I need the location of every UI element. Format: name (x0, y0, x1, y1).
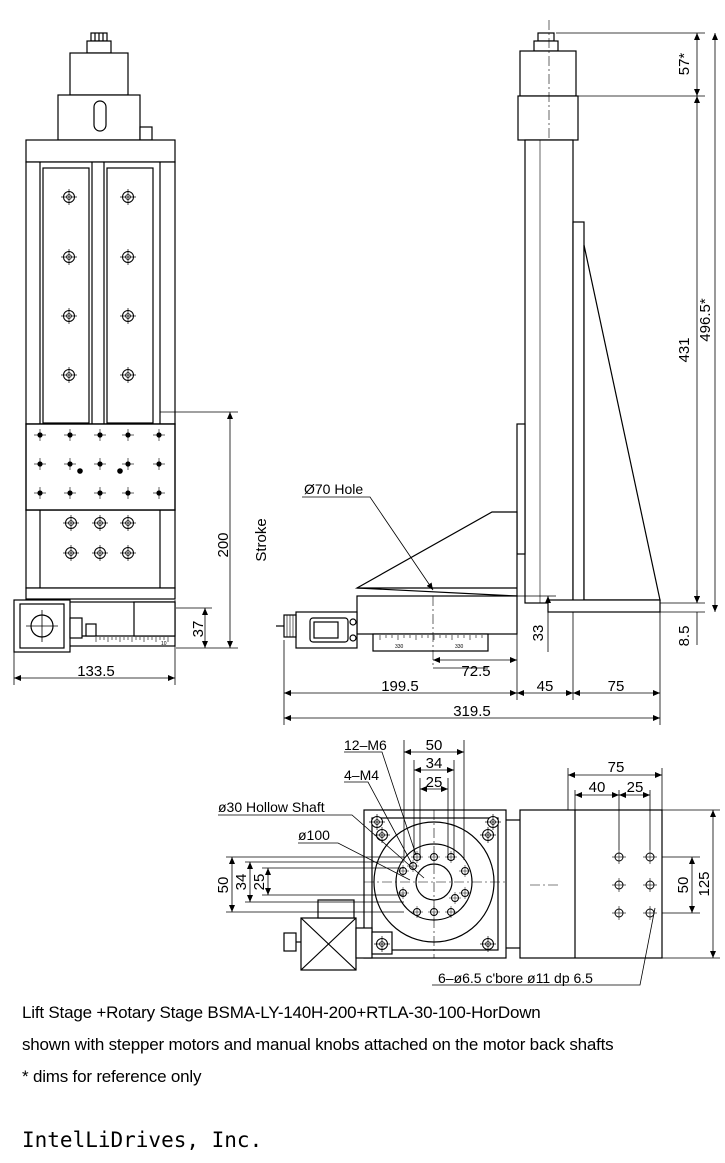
hollow-shaft-label: ø30 Hollow Shaft (218, 799, 325, 815)
front-dimensions (13, 411, 238, 685)
right-dim-25: 25 (627, 779, 644, 796)
top-dimensions (218, 740, 720, 986)
scale-label-side-a: 330 (395, 644, 404, 650)
hole-70-label: Ø70 Hole (304, 481, 363, 497)
dim-57: 57* (676, 53, 693, 76)
top-dim-50: 50 (426, 737, 443, 754)
scale-label-front: 10 (161, 641, 167, 647)
dim-37: 37 (190, 621, 207, 638)
top-dim-25: 25 (426, 774, 443, 791)
top-dim-34: 34 (426, 755, 443, 772)
top-centerlines (364, 810, 560, 958)
scale-label-side-b: 330 (455, 644, 464, 650)
front-scale (95, 637, 169, 642)
right-dim-40: 40 (589, 779, 606, 796)
dim-75-top: 75 (608, 678, 625, 695)
front-view (13, 32, 176, 653)
right-dim-75: 75 (608, 759, 625, 776)
side-dimensions (283, 32, 718, 725)
left-dim-25: 25 (251, 874, 268, 891)
dim-496-5: 496.5* (697, 298, 714, 342)
dim-199-5: 199.5 (381, 678, 419, 695)
company-name: IntelLiDrives, Inc. (22, 1128, 263, 1152)
right-dim-50: 50 (675, 877, 692, 894)
caption-note: * dims for reference only (22, 1067, 202, 1086)
cbore-label: 6–ø6.5 c'bore ø11 dp 6.5 (438, 970, 593, 986)
left-dim-34: 34 (233, 874, 250, 891)
left-dim-50: 50 (215, 877, 232, 894)
dim-133-5: 133.5 (77, 663, 115, 680)
side-view (276, 32, 661, 652)
dim-72-5: 72.5 (461, 663, 490, 680)
caption-subtitle: shown with stepper motors and manual kno… (22, 1035, 614, 1054)
technical-drawing: 10 200 Stroke 37 133.5 (13, 20, 720, 986)
carriage-taps (33, 428, 166, 500)
side-scale (379, 635, 483, 640)
right-dim-125: 125 (696, 871, 713, 896)
caption-title: Lift Stage +Rotary Stage BSMA-LY-140H-20… (22, 1003, 541, 1022)
stroke-label: Stroke (253, 518, 270, 561)
label-12-m6: 12–M6 (344, 737, 387, 753)
dim-8-5: 8.5 (676, 626, 693, 647)
dim-319-5: 319.5 (453, 703, 491, 720)
dim-45: 45 (537, 678, 554, 695)
dim-200: 200 (215, 532, 232, 557)
side-centerlines (432, 20, 550, 668)
label-4-m4: 4–M4 (344, 767, 379, 783)
dim-431: 431 (676, 337, 693, 362)
dim-33: 33 (530, 625, 547, 642)
top-view (283, 809, 663, 971)
d100-label: ø100 (298, 827, 330, 843)
